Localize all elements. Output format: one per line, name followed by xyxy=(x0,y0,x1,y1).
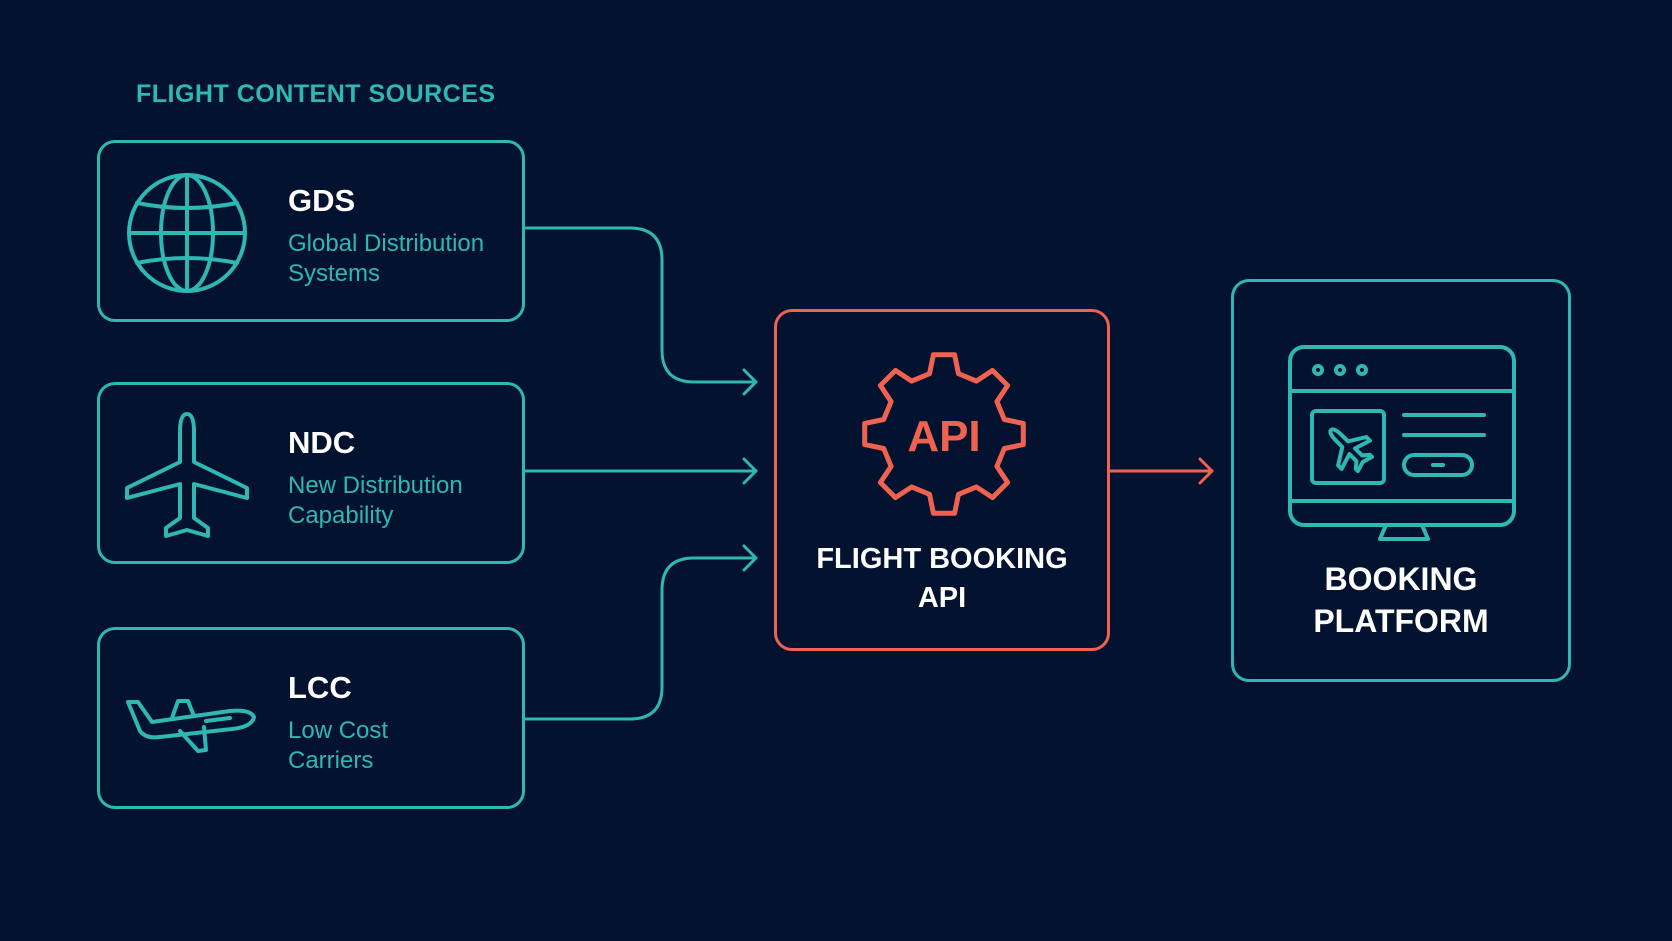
connector-lcc-to-api xyxy=(523,556,758,721)
booking-platform-title-line: PLATFORM xyxy=(1313,603,1489,639)
monitor-icon xyxy=(1288,345,1518,545)
api-title-line: API xyxy=(917,582,967,614)
airplane-icon xyxy=(122,410,252,540)
arrowhead-lcc xyxy=(742,544,758,572)
source-description-line: New Distribution xyxy=(288,472,463,499)
source-description-line: Carriers xyxy=(288,747,374,774)
source-description-line: Capability xyxy=(288,502,394,529)
source-card-lcc: LCC Low Cost Carriers xyxy=(97,627,525,809)
booking-platform-title-line: BOOKING xyxy=(1324,561,1478,597)
arrowhead-gds xyxy=(742,368,758,396)
booking-platform-node: BOOKING PLATFORM xyxy=(1231,279,1571,682)
api-icon-label: API xyxy=(907,412,980,461)
connector-gds-to-api xyxy=(523,226,758,384)
plane-icon xyxy=(1328,427,1375,474)
section-title: FLIGHT CONTENT SOURCES xyxy=(136,80,496,108)
gear-outline xyxy=(862,352,1026,516)
api-title: FLIGHT BOOKING API xyxy=(777,540,1107,618)
source-card-ndc: NDC New Distribution Capability xyxy=(97,382,525,564)
source-title: LCC xyxy=(288,670,352,705)
source-title: NDC xyxy=(288,425,356,460)
source-card-gds: GDS Global Distribution Systems xyxy=(97,140,525,322)
source-title: GDS xyxy=(288,183,356,218)
source-description: New Distribution Capability xyxy=(288,471,518,531)
source-description-line: Low Cost xyxy=(288,717,389,744)
globe-icon xyxy=(122,168,252,298)
gear-icon: API xyxy=(859,349,1029,519)
api-node: API FLIGHT BOOKING API xyxy=(774,309,1110,651)
source-description: Low Cost Carriers xyxy=(288,716,518,776)
arrowhead-ndc xyxy=(742,457,758,485)
api-title-line: FLIGHT BOOKING xyxy=(816,543,1068,575)
arrowhead-platform xyxy=(1198,457,1214,485)
jet-side-icon xyxy=(122,655,256,785)
source-description: Global Distribution Systems xyxy=(288,229,518,289)
source-description-line: Global Distribution xyxy=(288,230,485,257)
booking-platform-title: BOOKING PLATFORM xyxy=(1234,558,1568,642)
source-description-line: Systems xyxy=(288,260,381,287)
